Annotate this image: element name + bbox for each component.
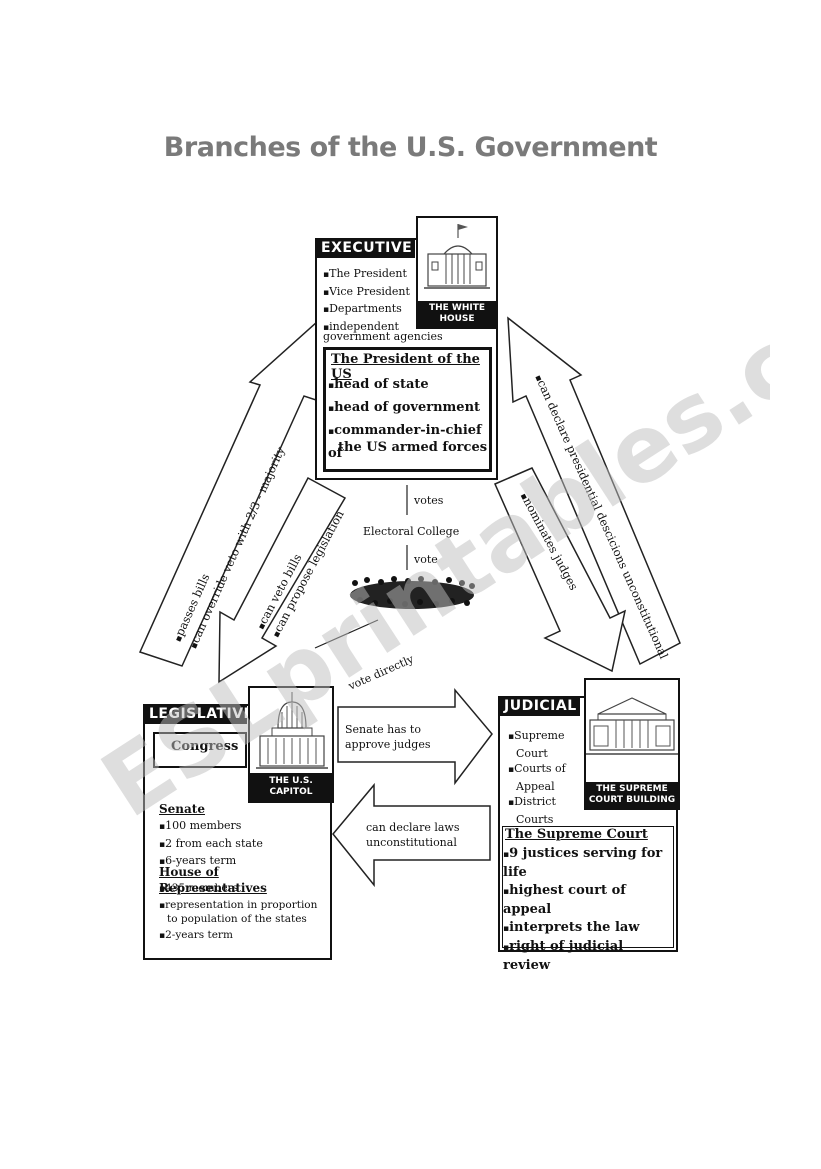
court-item: Courts of <box>508 761 582 779</box>
capitol-image: THE U.S. CAPITOL <box>248 686 334 803</box>
senate-list: 100 members 2 from each state 6-years te… <box>159 818 263 871</box>
court-item-cont: Court <box>508 746 582 762</box>
supreme-court-item: highest court of appeal <box>503 882 673 919</box>
supreme-court-icon <box>586 680 678 780</box>
supreme-court-caption-line-1: THE SUPREME <box>586 784 678 795</box>
supreme-court-caption-line-2: COURT BUILDING <box>586 795 678 806</box>
executive-members-list: The President Vice President Departments… <box>323 266 423 336</box>
executive-panel: EXECUTIVE THE WHITE HOUSE The President … <box>315 238 498 480</box>
senate-heading: Senate <box>159 802 205 818</box>
legislative-label: LEGISLATIVE <box>143 704 247 724</box>
capitol-icon <box>250 688 332 780</box>
executive-member: Departments <box>323 301 423 319</box>
court-item: District <box>508 794 582 812</box>
capitol-caption: THE U.S. CAPITOL <box>250 773 332 801</box>
senate-item: 2 from each state <box>159 836 263 854</box>
executive-members-tail: government agencies <box>323 329 443 345</box>
vote-label: vote <box>414 552 438 568</box>
courts-list: Supreme Court Courts of Appeal District … <box>508 728 582 827</box>
senate-approve-label: Senate has to approve judges <box>345 722 455 752</box>
white-house-caption: THE WHITE HOUSE <box>418 301 496 327</box>
congress-box: Congress <box>153 732 247 768</box>
president-role: head of state <box>328 374 493 397</box>
supreme-court-item: 9 justices serving for life <box>503 845 673 882</box>
senate-approve-text: Senate has to approve judges <box>345 723 430 751</box>
congress-label: Congress <box>171 739 238 754</box>
executive-member: Vice President <box>323 284 423 302</box>
declare-laws-label: can declare laws unconstitutional <box>366 820 476 850</box>
judicial-label: JUDICIAL <box>498 696 580 716</box>
white-house-image: THE WHITE HOUSE <box>416 216 498 329</box>
executive-label: EXECUTIVE <box>315 238 415 258</box>
judicial-panel: JUDICIAL THE SUPREME COURT BUILDING Supr… <box>498 696 678 952</box>
president-roles-tail: the US armed forces <box>338 437 487 458</box>
legislative-panel: LEGISLATIVE Congress THE U.S. CAPITOL Se… <box>143 704 332 960</box>
declare-laws-text: can declare laws unconstitutional <box>366 821 460 849</box>
president-box: The President of the US head of state he… <box>323 347 492 472</box>
supreme-court-item: interprets the law <box>503 919 673 938</box>
supreme-court-item: right of judicial review <box>503 938 673 975</box>
senate-item: 100 members <box>159 818 263 836</box>
court-item: Supreme <box>508 728 582 746</box>
supreme-court-image: THE SUPREME COURT BUILDING <box>584 678 680 810</box>
vote-directly-line <box>315 620 378 648</box>
executive-member: The President <box>323 266 423 284</box>
electoral-college-label: Electoral College <box>363 524 459 540</box>
president-role: head of government <box>328 397 493 420</box>
votes-label: votes <box>414 493 443 509</box>
white-house-icon <box>418 218 496 308</box>
house-item: 435 members <box>159 881 317 898</box>
court-item-cont: Appeal <box>508 779 582 795</box>
house-list: 435 members representation in proportion <box>159 881 317 914</box>
court-item-cont: Courts <box>508 812 582 828</box>
supreme-court-list: 9 justices serving for life highest cour… <box>503 845 673 975</box>
crowd-of-voters <box>350 576 475 609</box>
supreme-court-box: The Supreme Court 9 justices serving for… <box>502 826 674 948</box>
supreme-court-heading: The Supreme Court <box>505 827 648 842</box>
house-term: 2-years term <box>159 928 233 945</box>
house-items-tail: to population of the states <box>167 912 307 928</box>
supreme-court-caption: THE SUPREME COURT BUILDING <box>586 782 678 808</box>
